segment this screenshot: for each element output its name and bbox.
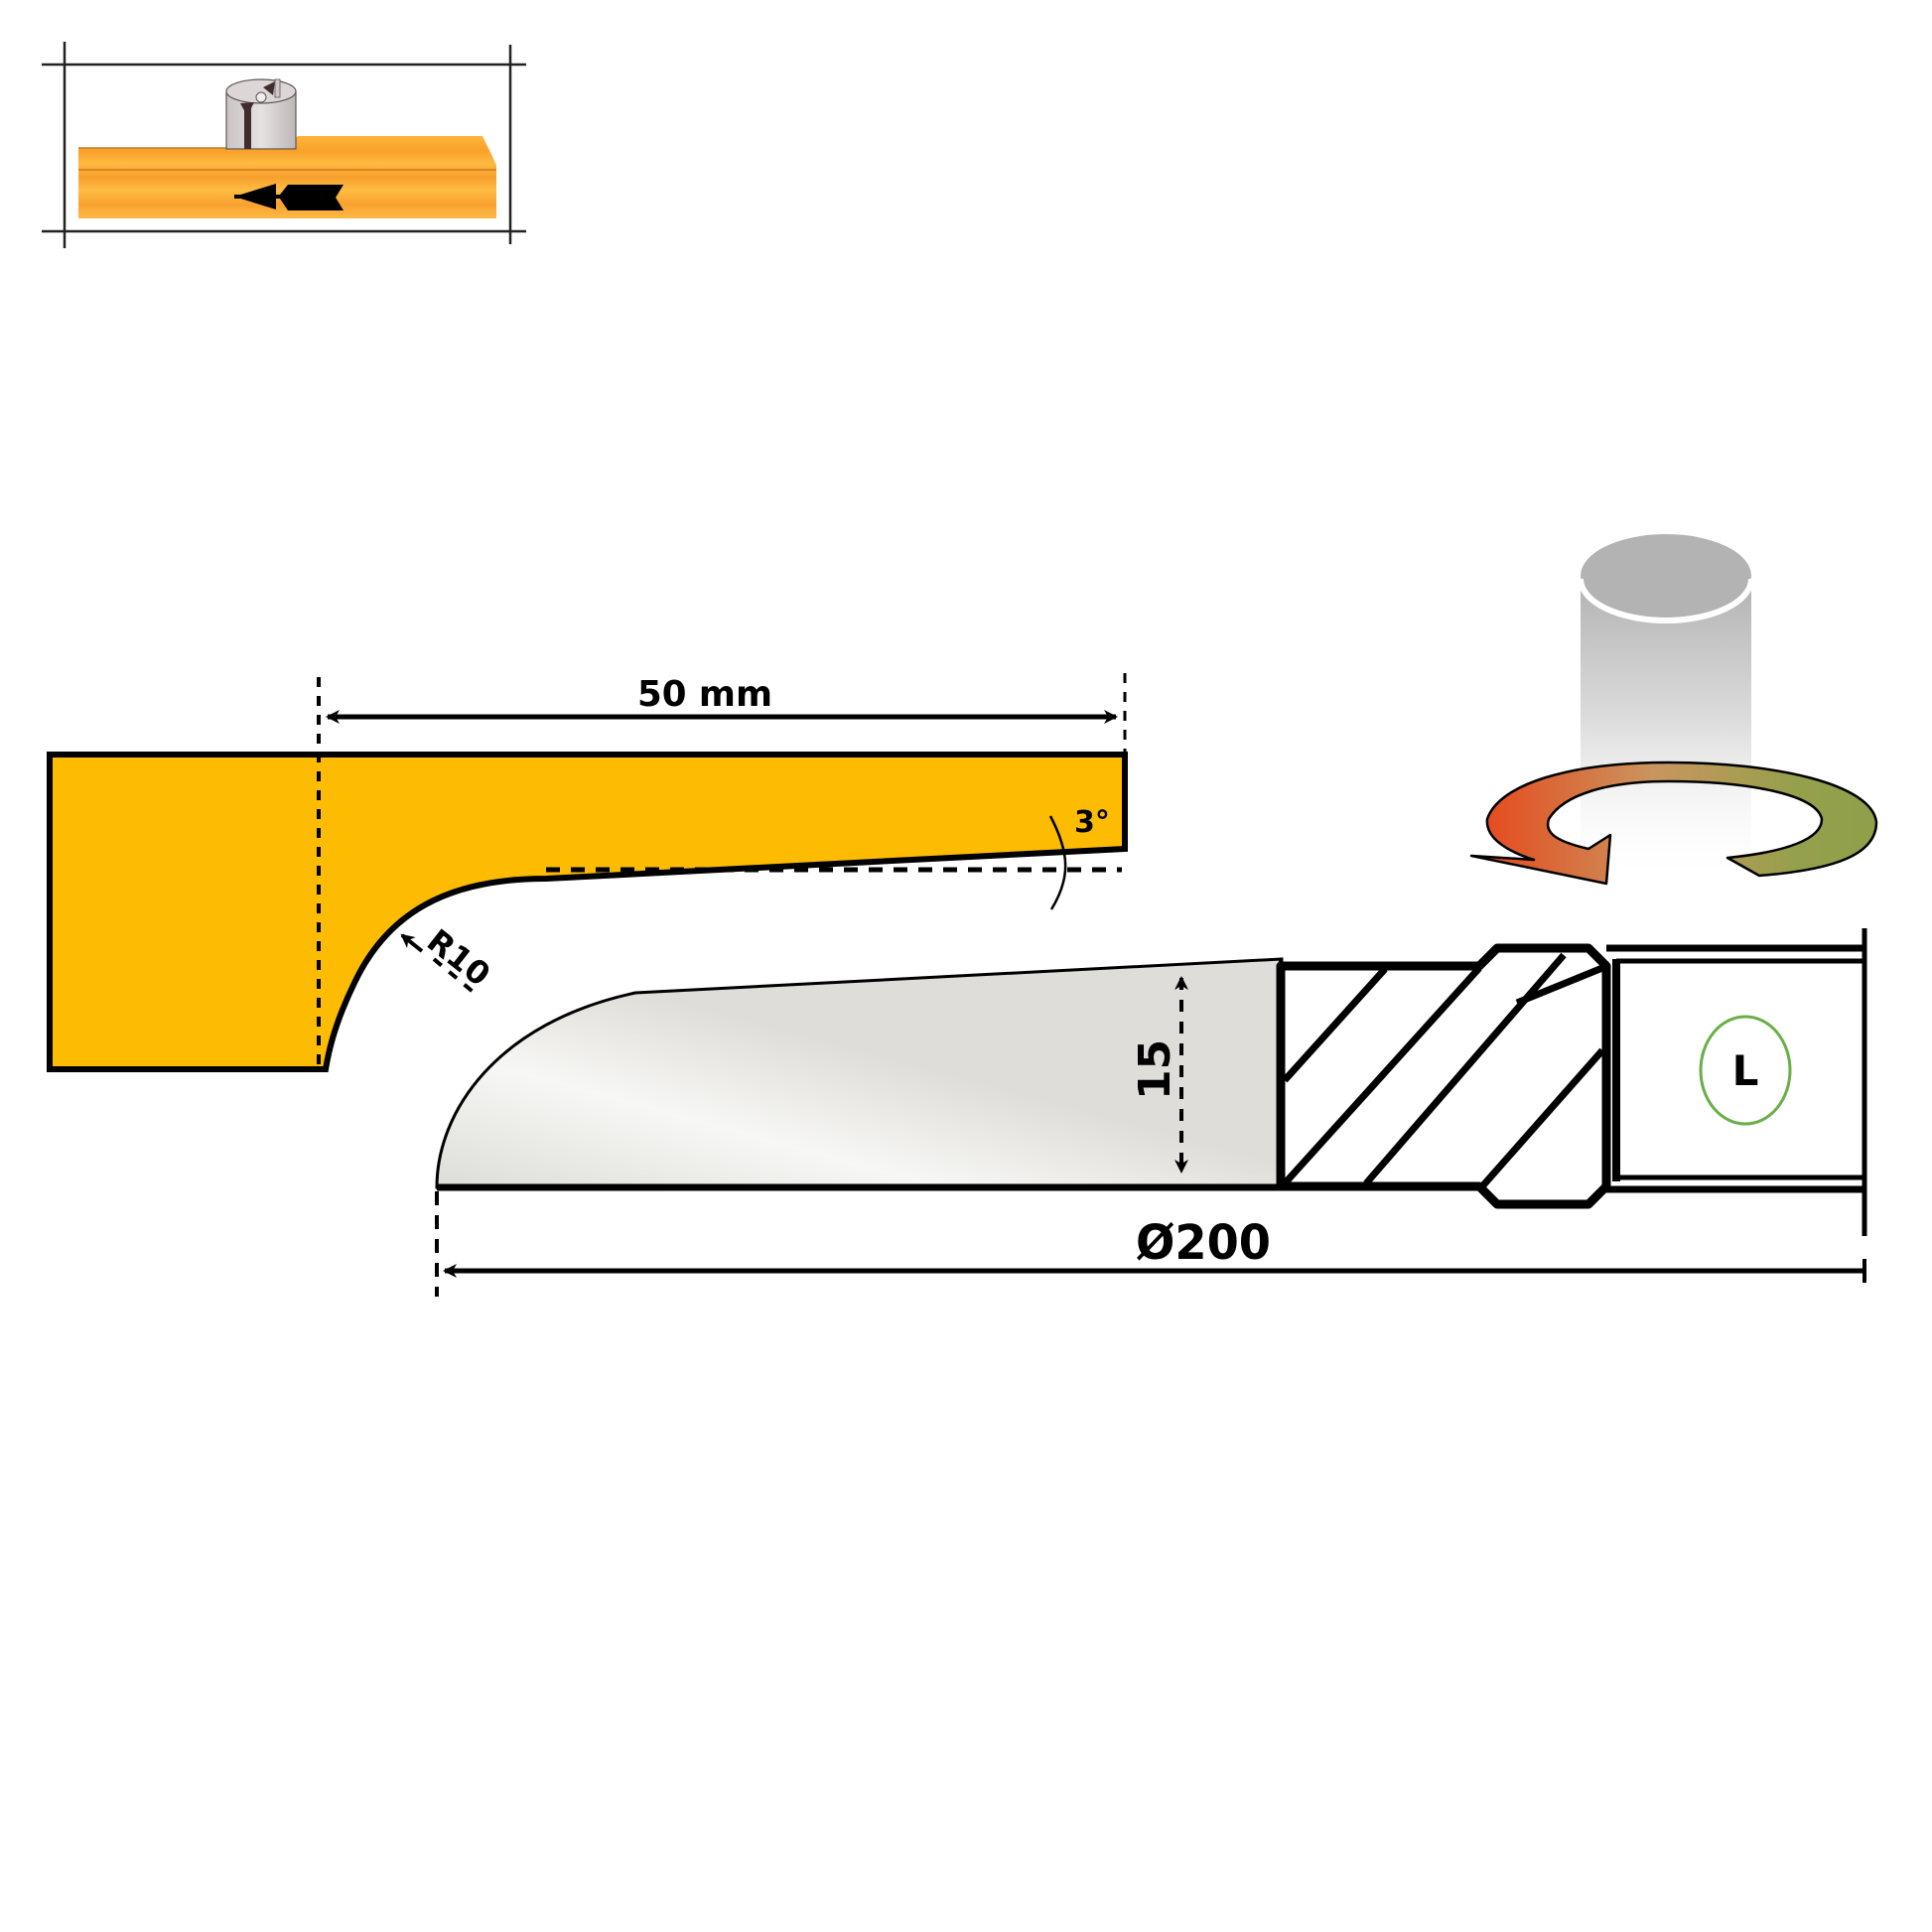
rotation-direction-label: L: [1732, 1046, 1759, 1095]
width-dimension-label: 50 mm: [637, 674, 772, 715]
rotation-direction-badge: L: [1699, 1015, 1792, 1126]
profile-shape: [47, 673, 1128, 1072]
diameter-dimension: Ø200: [435, 1191, 1866, 1297]
radius-dimension: R10: [400, 921, 497, 997]
height-dimension: 15: [1130, 976, 1188, 1173]
cutter-body-hatched: [1276, 928, 1867, 1236]
height-dimension-label: 15: [1130, 1039, 1180, 1100]
radius-label: R10: [420, 921, 497, 994]
wood-board: [78, 136, 496, 218]
angle-arc: [1048, 815, 1067, 910]
width-dimension: 50 mm: [326, 674, 1118, 724]
spindle-icon: [1578, 531, 1754, 874]
diameter-dimension-label: Ø200: [1136, 1215, 1271, 1271]
thumbnail-illustration: [42, 42, 526, 248]
sketch-frame: [42, 42, 526, 248]
router-cutter-icon: [225, 78, 297, 150]
feed-direction-arrow-icon: [234, 184, 344, 210]
rotation-arrow-icon: [1469, 760, 1878, 886]
angle-label: 3°: [1074, 805, 1110, 840]
